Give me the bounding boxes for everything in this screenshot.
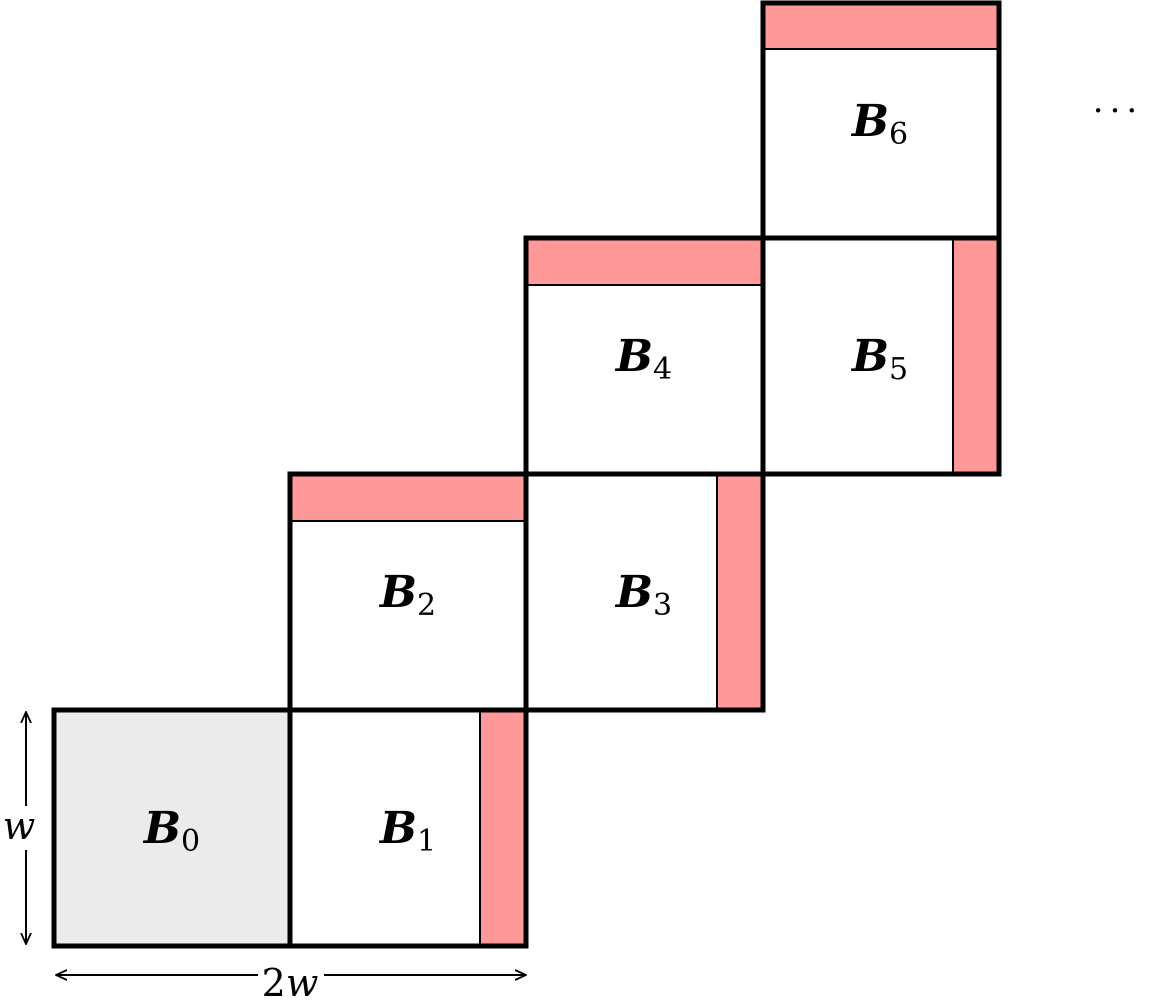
box-b2-strip	[289, 473, 527, 522]
width-dimension: 2w	[56, 956, 526, 1000]
box-b2-label: B2	[378, 567, 436, 623]
box-b3-label: B3	[614, 567, 672, 623]
box-b4-strip	[525, 237, 764, 286]
width-label-gap	[258, 956, 324, 1000]
height-dimension: w	[3, 712, 48, 944]
width-label: 2w	[262, 961, 319, 1000]
box-b6-strip	[762, 2, 1000, 50]
height-label-gap	[4, 806, 48, 850]
box-b1: B1	[287, 707, 529, 949]
box-b5: B5	[760, 235, 1002, 477]
box-b3-strip	[716, 473, 764, 711]
box-b5-label: B5	[850, 331, 908, 387]
box-b2: B2	[287, 471, 529, 713]
box-b6: B6	[760, 0, 1002, 241]
box-b0-rect	[51, 707, 293, 949]
box-b0-label: B0	[142, 803, 200, 859]
continuation-ellipsis: ···	[1093, 91, 1143, 131]
box-b5-strip	[952, 237, 1000, 475]
box-b0: B0	[51, 707, 293, 949]
box-b1-label: B1	[378, 803, 436, 859]
box-b3: B3	[523, 471, 766, 713]
box-b4: B4	[523, 235, 766, 477]
box-b1-strip	[479, 709, 527, 947]
box-b4-label: B4	[614, 331, 672, 387]
box-b6-label: B6	[850, 96, 908, 152]
box-b6-outline	[760, 0, 1002, 241]
height-label: w	[3, 804, 36, 848]
